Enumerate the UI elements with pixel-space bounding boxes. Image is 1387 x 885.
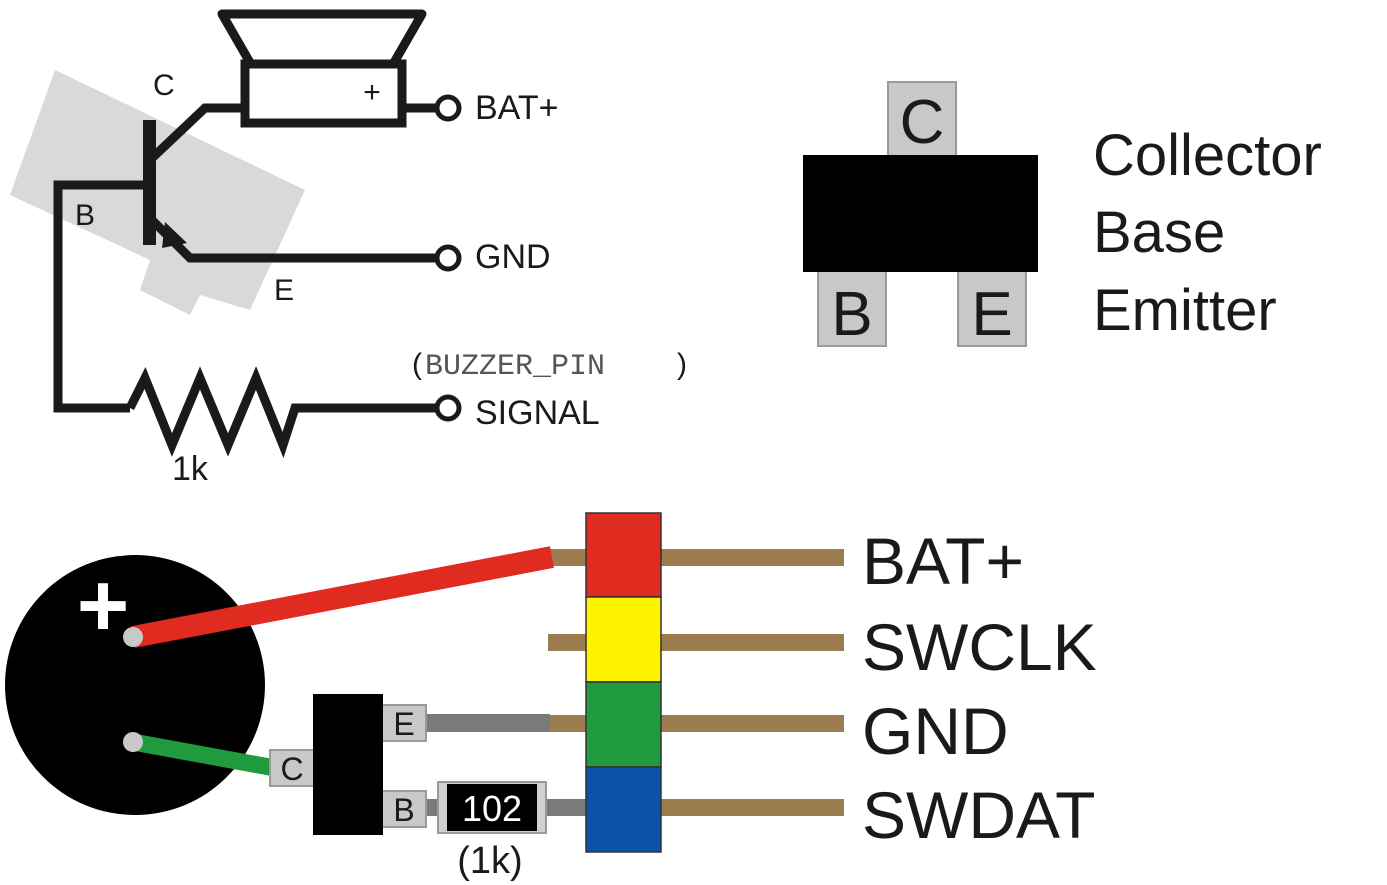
pin-b-pad: [817, 265, 887, 347]
transistor-package: C B E Collector Base Emitter: [803, 81, 1322, 349]
pin-c-label: C: [900, 88, 945, 157]
transistor-pad-c: [269, 749, 315, 787]
header-block-bat: [585, 512, 662, 598]
header-label-swclk: SWCLK: [862, 610, 1097, 684]
legend-base: Base: [1093, 200, 1225, 265]
resistor-value-text: (1k): [457, 840, 522, 882]
transistor-pin-c-label: C: [280, 751, 303, 787]
terminal-signal-icon: [434, 394, 462, 422]
buzzer-body: [5, 555, 265, 815]
header-label-gnd: GND: [862, 694, 1009, 768]
buzzer-pin-paren-close: ): [677, 348, 687, 381]
header-block-swdat: [585, 766, 662, 853]
wiring-diagram: + 102 (1k) E B C BAT+ SWCLK GND SWDAT: [5, 512, 1097, 882]
pin-b-label: B: [831, 280, 872, 349]
header-label-swdat: SWDAT: [862, 778, 1095, 852]
buzzer-plus-terminal: [123, 627, 143, 647]
pin-e-label: E: [971, 280, 1012, 349]
package-body: [803, 155, 1038, 272]
wire-emitter: [146, 214, 437, 263]
transistor-body: [313, 694, 383, 835]
wire-gray: [425, 714, 550, 732]
signal-label: SIGNAL: [475, 394, 600, 432]
transistor-pin-e-label: E: [393, 706, 414, 742]
legend-emitter: Emitter: [1093, 278, 1277, 343]
resistor-zigzag: [125, 366, 437, 459]
wire-green: [131, 733, 277, 777]
gnd-label: GND: [475, 238, 551, 276]
header-label-bat: BAT+: [862, 524, 1024, 598]
header-block-swclk: [585, 596, 662, 683]
terminal-bat-icon: [434, 94, 462, 122]
speaker-cone-icon: [217, 9, 427, 71]
wire-base: [53, 180, 150, 413]
pin-c-pad: [887, 81, 957, 163]
wire-red: [130, 546, 555, 648]
resistor-lead-right: [536, 799, 586, 816]
buzzer-pin-label: ( BUZZER_PIN ): [412, 348, 687, 384]
schematic: + C B E BAT+ GND SIGNAL ( BUZZER_PIN ) 1…: [10, 9, 687, 488]
emitter-label: E: [274, 274, 294, 307]
buzzer-pin-name: BUZZER_PIN: [425, 350, 605, 384]
base-label: B: [75, 199, 95, 232]
resistor-value-label: 1k: [172, 450, 209, 488]
transistor-pin-b-label: B: [393, 792, 414, 828]
transistor-base-bar: [143, 120, 156, 245]
resistor-code-label: 102: [462, 788, 522, 829]
terminal-gnd-icon: [434, 244, 462, 272]
speaker-plus-label: +: [363, 76, 381, 109]
buzzer-pin-paren-open: (: [412, 348, 422, 381]
transistor-pad-e: [381, 704, 427, 742]
bat-label: BAT+: [475, 89, 558, 127]
buzzer-minus-terminal: [123, 732, 143, 752]
collector-label: C: [153, 69, 175, 102]
header-connector: [585, 512, 662, 853]
buzzer-plus-label: +: [77, 556, 130, 656]
resistor-top: [447, 784, 537, 831]
legend-collector: Collector: [1093, 123, 1322, 188]
wire-collector: [146, 103, 245, 164]
emitter-arrow-icon: [162, 222, 187, 248]
speaker-body: [240, 59, 407, 128]
header-block-gnd: [585, 681, 662, 768]
